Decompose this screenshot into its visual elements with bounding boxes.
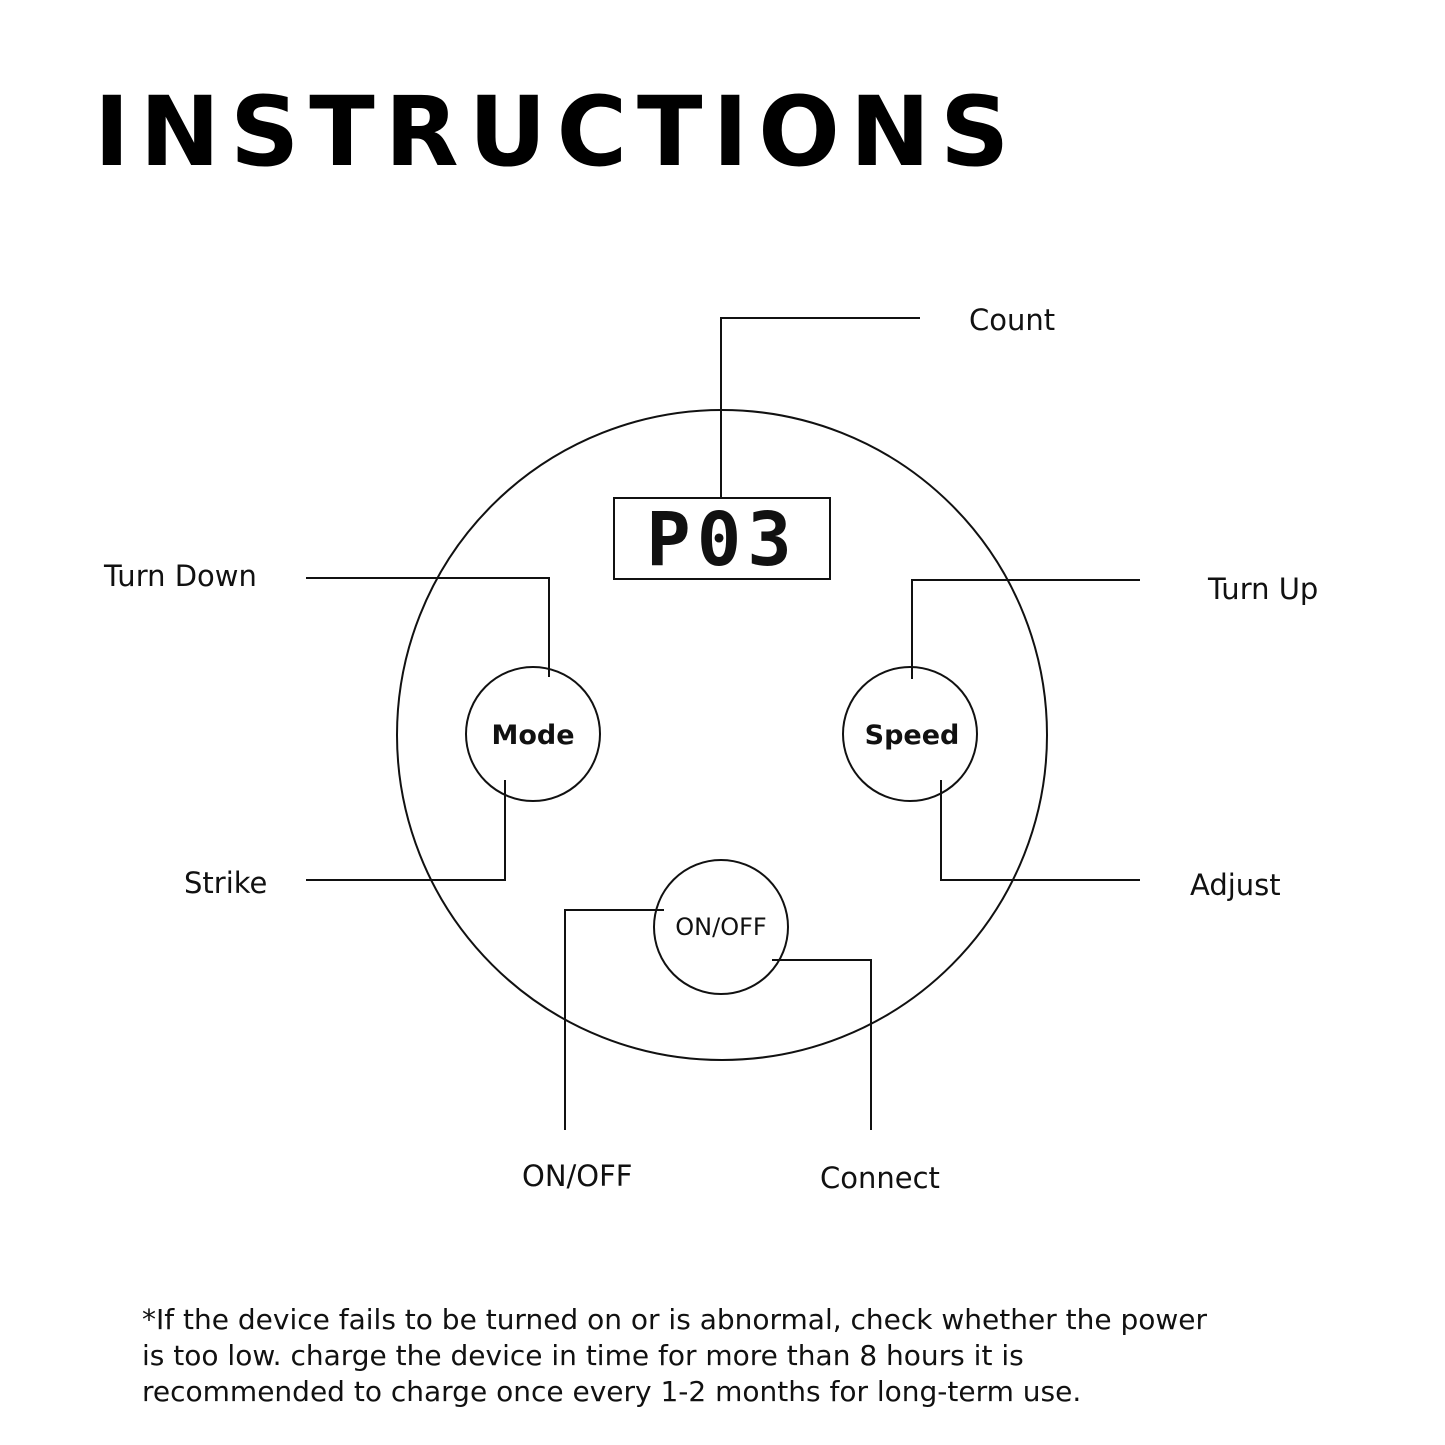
mode-button-label: Mode [491, 720, 574, 751]
speed-button[interactable]: Speed [842, 666, 978, 802]
callout-count: Count [969, 303, 1055, 337]
leader-line-connect [772, 959, 872, 1130]
leader-line-on-off [564, 909, 664, 1130]
callout-on-off: ON/OFF [522, 1159, 632, 1193]
leader-line-turn-down [306, 577, 550, 677]
lcd-reading: P03 [646, 497, 798, 583]
callout-strike: Strike [184, 866, 267, 900]
speed-button-label: Speed [865, 720, 960, 751]
leader-line-count [720, 317, 920, 498]
leader-line-turn-up [911, 579, 1140, 679]
page-title: INSTRUCTIONS [94, 76, 1020, 188]
power-button[interactable]: ON/OFF [653, 859, 789, 995]
power-button-label: ON/OFF [675, 913, 766, 941]
callout-turn-up: Turn Up [1207, 572, 1318, 606]
callout-turn-down: Turn Down [103, 559, 257, 593]
callout-connect: Connect [820, 1161, 940, 1195]
mode-button[interactable]: Mode [465, 666, 601, 802]
callout-adjust: Adjust [1190, 868, 1281, 902]
leader-line-adjust [940, 780, 1140, 881]
charging-note: *If the device fails to be turned on or … [142, 1303, 1208, 1408]
leader-line-strike [306, 780, 506, 881]
